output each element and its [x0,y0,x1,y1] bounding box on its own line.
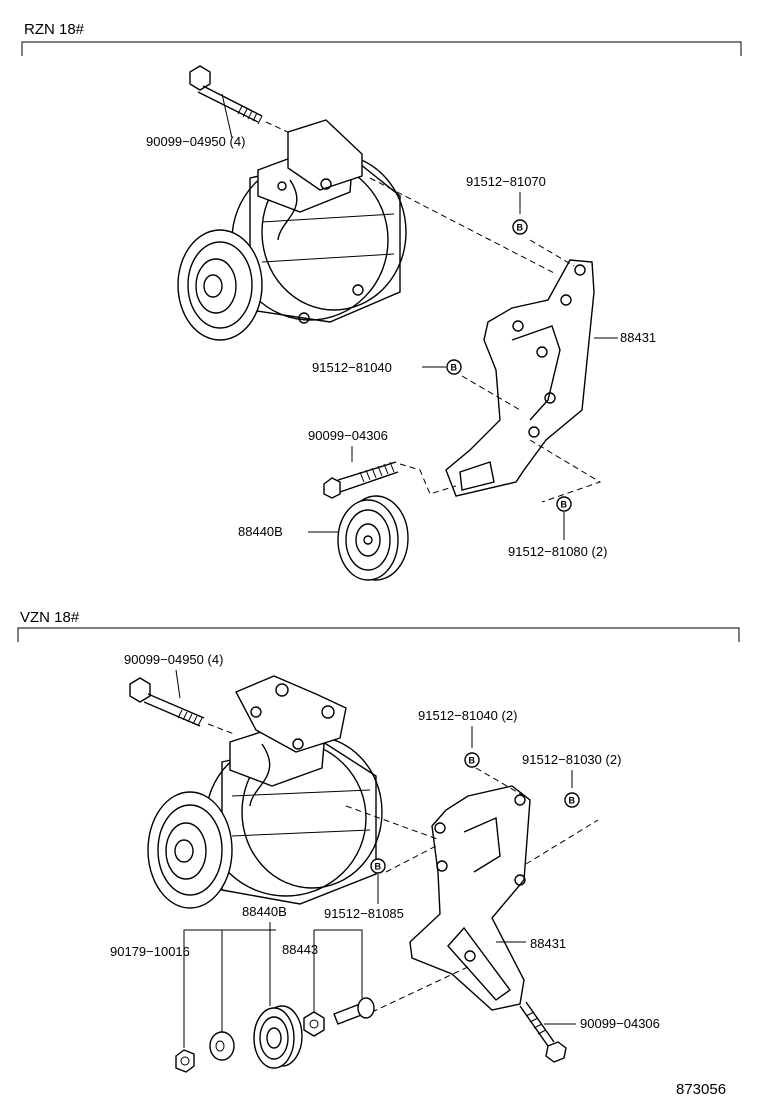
bracket-88431 [445,259,595,497]
nut [175,1049,195,1073]
idler-pulley [337,495,409,581]
long-bolt [129,677,205,727]
drawing-number: 873056 [676,1081,726,1098]
bolt-marker: B [370,858,386,874]
leader-line [221,93,233,139]
svg-text:B: B [469,756,476,766]
spacer [303,1011,325,1037]
leader-dash [461,375,521,411]
washer [209,1031,235,1061]
section-title: RZN 18# [24,21,85,38]
label-bolt-b2: 91512−81040 [312,360,392,375]
long-bolt [189,65,263,125]
bolt-marker: B [564,792,580,808]
svg-text:B: B [561,500,568,510]
leader-dash [399,463,457,495]
label-bolt-top: 90099−04950 (4) [124,652,223,667]
label-bolt-b2: 91512−81030 (2) [522,752,621,767]
label-bolt-pulley: 90099−04306 [580,1016,660,1031]
section-bracket-line [17,627,740,642]
label-bracket: 88431 [530,936,566,951]
pulley-bolt [519,1001,567,1063]
leader-dash [529,239,575,267]
label-bolt-b3: 91512−81080 (2) [508,544,607,559]
bolt-marker: B [446,359,462,375]
pulley-bolt [323,461,399,499]
svg-text:B: B [451,363,458,373]
leader-line [183,929,276,1048]
bolt-marker: B [556,496,572,512]
leader-dash [385,845,437,873]
section-rzn: RZN 18# 90099−04950 (4) [21,21,742,581]
leader-dash [345,805,441,841]
label-bolt-b1: 91512−81040 (2) [418,708,517,723]
section-bracket-line [21,41,742,56]
label-spacer: 88443 [282,942,318,957]
leader-dash [207,723,235,735]
label-washer: 90179−10016 [110,944,190,959]
svg-text:B: B [517,223,524,233]
idler-pulley [253,1005,303,1069]
section-vzn: VZN 18# 90099−04950 (4) [17,609,740,1073]
label-bolt-top: 90099−04950 (4) [146,134,245,149]
leader-dash [525,819,599,865]
label-bolt-b1: 91512−81070 [466,174,546,189]
bracket-88431 [409,785,531,1011]
label-pulley: 88440B [238,524,283,539]
section-title: VZN 18# [20,609,80,626]
bolt-marker: B [512,219,528,235]
compressor [147,675,383,909]
label-bolt-b3: 91512−81085 [324,906,404,921]
svg-text:B: B [569,796,576,806]
label-bracket: 88431 [620,330,656,345]
compressor [177,119,407,341]
bolt-marker: B [464,752,480,768]
svg-text:B: B [375,862,382,872]
leader-dash [529,439,602,503]
label-bolt-pulley: 90099−04306 [308,428,388,443]
leader-line [175,669,181,699]
label-pulley: 88440B [242,904,287,919]
leader-dash [371,965,471,1013]
leader-line [314,929,363,998]
leader-dash [369,177,557,275]
short-bolt [333,997,375,1025]
